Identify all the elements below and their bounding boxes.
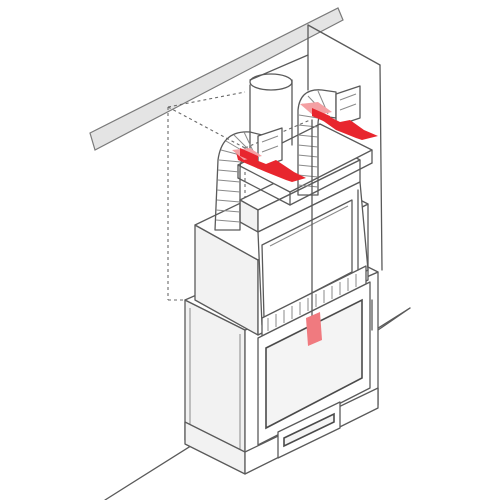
- glass-door: [265, 298, 363, 430]
- air-outlet-grilles: [257, 85, 361, 169]
- ceiling-slab: [89, 7, 344, 151]
- air-intake-indicator: [306, 119, 322, 346]
- warm-air-arrow-right: [320, 112, 378, 140]
- flue-pipe: [249, 73, 293, 151]
- warm-air-arrows: [232, 102, 378, 182]
- ash-drawer: [277, 401, 341, 459]
- hood-top-plate: [237, 123, 373, 206]
